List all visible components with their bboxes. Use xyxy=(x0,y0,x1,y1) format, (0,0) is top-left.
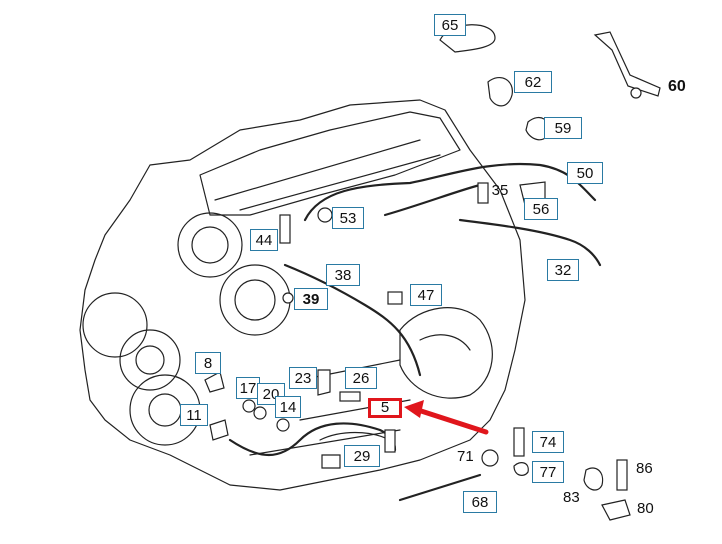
wingnut-29 xyxy=(321,454,341,469)
callout-38[interactable]: 38 xyxy=(326,264,360,286)
engine-block xyxy=(79,99,526,491)
spring-washer-77 xyxy=(513,462,529,476)
clip-11 xyxy=(209,419,229,441)
nut-20 xyxy=(253,406,267,420)
nut-plate-80 xyxy=(601,499,631,521)
washer-17 xyxy=(242,399,256,413)
bracket-60 xyxy=(593,31,661,97)
ground-strap-68 xyxy=(398,473,482,502)
callout-47[interactable]: 47 xyxy=(410,284,442,306)
callout-68[interactable]: 68 xyxy=(463,491,497,513)
callout-59[interactable]: 59 xyxy=(544,117,582,139)
callout-77[interactable]: 77 xyxy=(532,461,564,483)
highlight-arrow xyxy=(415,407,489,435)
callout-50[interactable]: 50 xyxy=(567,162,603,184)
callout-35[interactable]: 35 xyxy=(491,182,509,199)
bolt-44 xyxy=(279,214,291,244)
connector-8 xyxy=(204,371,225,393)
grommet-60 xyxy=(630,87,642,99)
clip-62 xyxy=(487,77,513,107)
nut-14 xyxy=(276,418,290,432)
washer-39 xyxy=(282,292,294,304)
callout-39[interactable]: 39 xyxy=(294,288,328,310)
callout-26[interactable]: 26 xyxy=(345,367,377,389)
callout-14[interactable]: 14 xyxy=(275,396,301,418)
callout-44[interactable]: 44 xyxy=(250,229,278,251)
callout-83[interactable]: 83 xyxy=(563,489,580,506)
callout-74[interactable]: 74 xyxy=(532,431,564,453)
callout-5-highlighted[interactable]: 5 xyxy=(368,398,402,418)
bolt-26 xyxy=(339,391,361,402)
callout-29[interactable]: 29 xyxy=(344,445,380,467)
callout-71[interactable]: 71 xyxy=(457,448,474,465)
harness-32 xyxy=(458,218,602,267)
sensor-5 xyxy=(384,429,396,453)
callout-56[interactable]: 56 xyxy=(524,198,558,220)
bracket-23 xyxy=(317,369,331,396)
nut-53 xyxy=(317,207,333,223)
clip-47 xyxy=(387,291,403,305)
harness-38 xyxy=(283,263,422,377)
callout-11[interactable]: 11 xyxy=(180,404,208,426)
callout-86[interactable]: 86 xyxy=(636,460,653,477)
callout-8[interactable]: 8 xyxy=(195,352,221,374)
callout-23[interactable]: 23 xyxy=(289,367,317,389)
nut-71 xyxy=(481,449,499,467)
callout-62[interactable]: 62 xyxy=(514,71,552,93)
harness-53 xyxy=(383,183,482,217)
valve-cover xyxy=(199,111,461,216)
callout-80[interactable]: 80 xyxy=(637,500,654,517)
pulley-left xyxy=(82,292,148,358)
callout-17[interactable]: 17 xyxy=(236,377,260,399)
callout-32[interactable]: 32 xyxy=(547,259,579,281)
pulley-lower-left xyxy=(119,329,181,391)
pulley-right xyxy=(219,264,291,336)
sensor-35 xyxy=(477,182,489,204)
callout-60[interactable]: 60 xyxy=(668,78,686,95)
pulley-upper xyxy=(177,212,243,278)
clip-83 xyxy=(583,467,604,491)
bolt-86 xyxy=(616,459,628,491)
callout-65[interactable]: 65 xyxy=(434,14,466,36)
exhaust-manifold xyxy=(399,307,493,399)
callout-53[interactable]: 53 xyxy=(332,207,364,229)
bolt-74 xyxy=(513,427,525,457)
